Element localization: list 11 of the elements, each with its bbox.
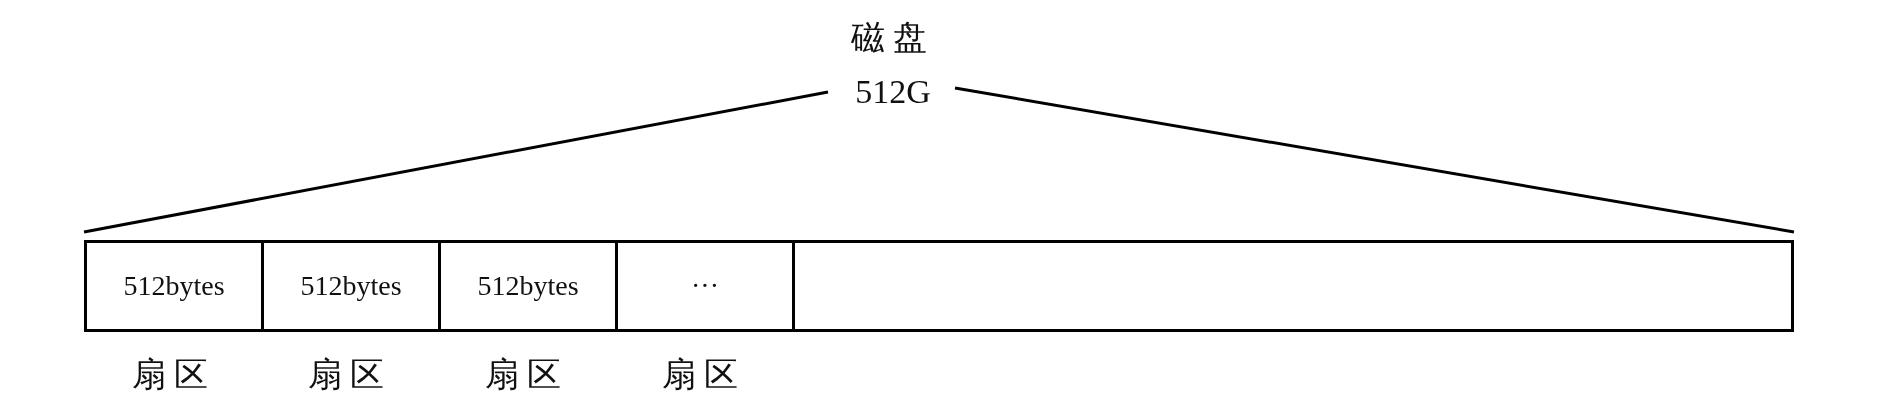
- sector-size-label: 512bytes: [123, 270, 225, 302]
- sector-label: 扇区: [132, 355, 216, 395]
- sector-label: 扇区: [484, 355, 569, 395]
- sector-size-label: 512bytes: [477, 270, 579, 302]
- sector-label: 扇区: [307, 355, 392, 395]
- disk-label: 磁盘: [851, 18, 935, 58]
- sector-size-label: ···: [691, 270, 719, 302]
- sector-size-label: 512bytes: [300, 270, 402, 302]
- sector-label: 扇区: [661, 355, 746, 395]
- storage-bar: [84, 240, 1794, 332]
- capacity-label: 512G: [855, 73, 931, 111]
